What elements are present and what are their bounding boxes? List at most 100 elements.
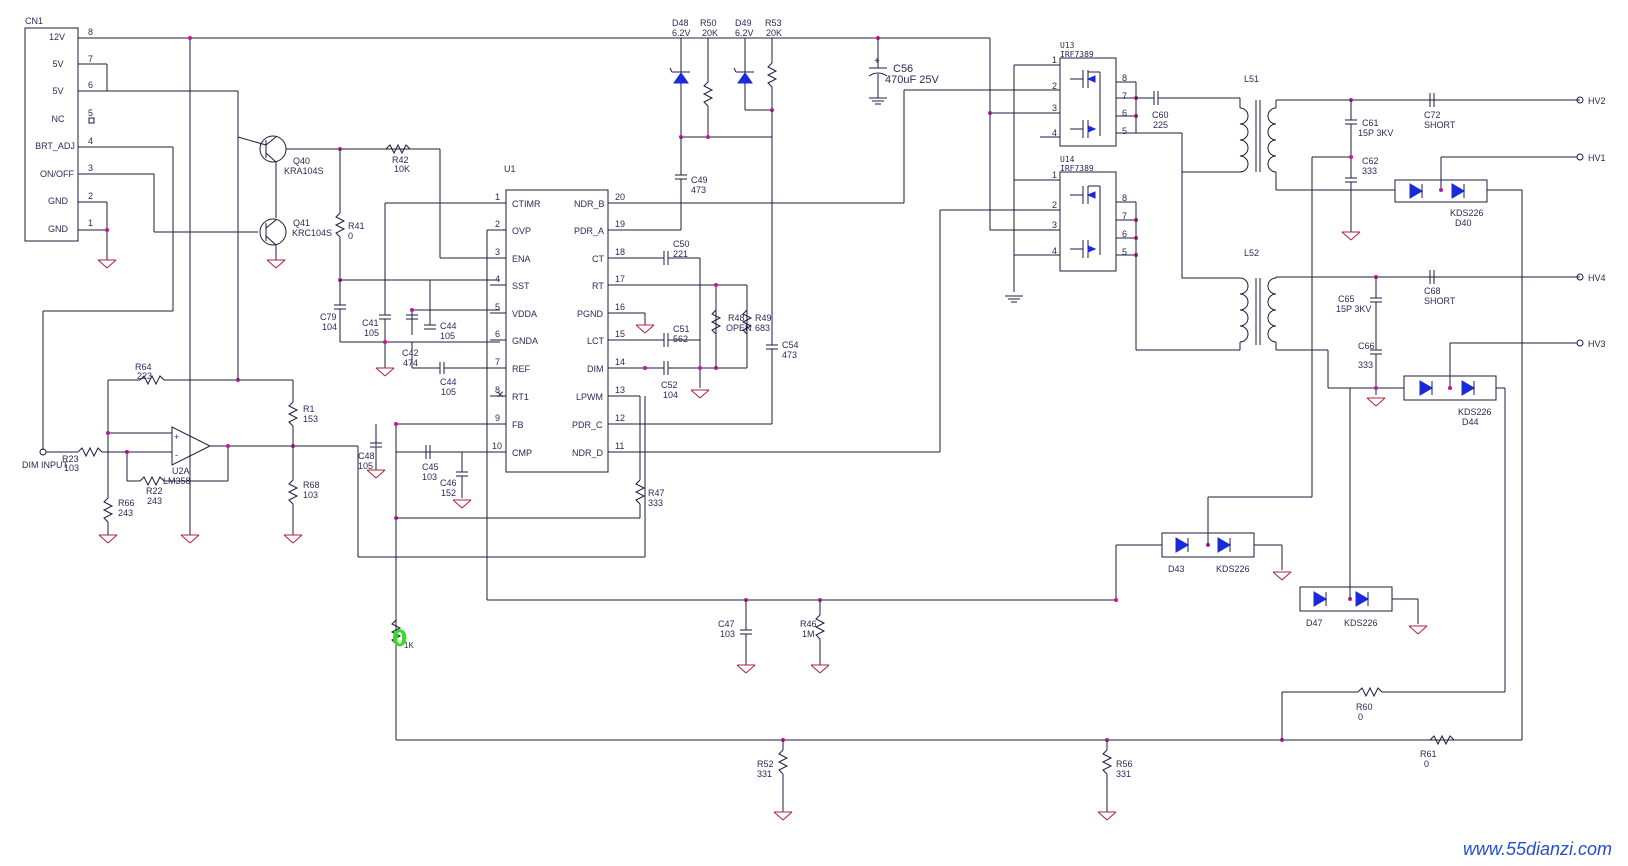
svg-text:KDS226: KDS226 <box>1458 407 1492 417</box>
svg-text:7: 7 <box>1122 91 1127 101</box>
svg-text:D40: D40 <box>1455 218 1472 228</box>
svg-text:R66: R66 <box>118 498 135 508</box>
svg-text:470uF 25V: 470uF 25V <box>885 74 939 86</box>
svg-text:3: 3 <box>495 247 500 257</box>
svg-text:R1: R1 <box>303 404 315 414</box>
svg-text:KDS226: KDS226 <box>1450 208 1484 218</box>
opamp-u2a: + - U2A LM358 R64 223 R1 153 R68 103 R66… <box>98 91 646 558</box>
svg-text:152: 152 <box>441 488 456 498</box>
svg-text:IRF7389: IRF7389 <box>1060 164 1094 173</box>
transistor-q41: Q41 KRC104S <box>259 218 332 269</box>
dim-input[interactable]: DIM INPUT R23 103 <box>22 446 127 473</box>
svg-text:R47: R47 <box>648 488 665 498</box>
svg-text:6: 6 <box>495 329 500 339</box>
zener-d48-r50: D48 6.2V R50 20K C49 473 <box>669 18 772 230</box>
u1-right-network: C50 221 C51 562 C52 104 R48 OPEN R49 683… <box>635 170 799 424</box>
svg-text:R22: R22 <box>146 486 163 496</box>
svg-text:-: - <box>175 450 178 460</box>
svg-text:NDR_D: NDR_D <box>572 448 604 458</box>
svg-text:R64: R64 <box>135 362 152 372</box>
svg-text:0: 0 <box>1424 759 1429 769</box>
svg-text:1: 1 <box>1052 170 1057 180</box>
svg-text:331: 331 <box>1116 769 1131 779</box>
svg-text:14: 14 <box>615 357 625 367</box>
svg-text:U13: U13 <box>1060 41 1075 50</box>
svg-text:103: 103 <box>720 629 735 639</box>
svg-text:104: 104 <box>663 390 678 400</box>
q41-part: KRC104S <box>292 228 332 238</box>
rail-12v <box>180 36 1050 544</box>
svg-text:473: 473 <box>691 185 706 195</box>
svg-text:C48: C48 <box>358 451 375 461</box>
svg-text:NC: NC <box>52 114 65 124</box>
svg-text:C54: C54 <box>782 340 799 350</box>
hv4-label: HV4 <box>1588 273 1606 283</box>
svg-text:243: 243 <box>147 496 162 506</box>
hv3-output: HV3 KDS226 D44 <box>1328 339 1606 692</box>
svg-text:13: 13 <box>615 385 625 395</box>
svg-text:D44: D44 <box>1462 417 1479 427</box>
svg-text:5: 5 <box>495 302 500 312</box>
svg-text:9: 9 <box>495 413 500 423</box>
svg-text:105: 105 <box>441 387 456 397</box>
svg-text:R46: R46 <box>800 619 817 629</box>
cn1-ref: CN1 <box>25 16 43 26</box>
svg-text:R50: R50 <box>700 18 717 28</box>
svg-text:331: 331 <box>757 769 772 779</box>
svg-text:15: 15 <box>615 329 625 339</box>
svg-text:FB: FB <box>512 420 524 430</box>
diode-pair-d47: D47 KDS226 <box>1299 585 1428 635</box>
svg-text:C41: C41 <box>362 318 379 328</box>
svg-text:8: 8 <box>1122 193 1127 203</box>
resistor-r41: R41 0 <box>334 147 500 282</box>
svg-text:CMP: CMP <box>512 448 532 458</box>
cn1-pin-5v-b: 5V 6 <box>52 80 238 96</box>
cap-network-left: C79 104 C41 105 C42 474 C44 105 C44 105 <box>320 202 500 397</box>
svg-text:R42: R42 <box>392 155 409 165</box>
cn1-pin-on-off: ON/OFF 3 <box>40 163 258 233</box>
svg-text:2: 2 <box>1052 200 1057 210</box>
svg-text:VDDA: VDDA <box>512 309 537 319</box>
svg-text:SHORT: SHORT <box>1424 120 1456 130</box>
svg-text:473: 473 <box>782 350 797 360</box>
svg-text:105: 105 <box>364 328 379 338</box>
svg-text:PGND: PGND <box>577 309 604 319</box>
svg-text:103: 103 <box>422 472 437 482</box>
svg-text:683: 683 <box>755 323 770 333</box>
svg-text:+: + <box>874 56 880 67</box>
svg-text:153: 153 <box>303 414 318 424</box>
svg-text:2: 2 <box>88 191 93 201</box>
svg-text:R53: R53 <box>765 18 782 28</box>
svg-text:R60: R60 <box>1356 702 1373 712</box>
svg-text:1: 1 <box>88 218 93 228</box>
svg-text:333: 333 <box>1362 166 1377 176</box>
svg-text:474: 474 <box>403 358 418 368</box>
svg-text:ENA: ENA <box>512 254 531 264</box>
svg-text:REF: REF <box>512 364 531 374</box>
svg-text:2: 2 <box>1052 81 1057 91</box>
q40-part: KRA104S <box>284 166 324 176</box>
svg-text:3: 3 <box>88 163 93 173</box>
u1-right-pins: 20 NDR_B 19 PDR_A 18 CT 17 RT 16 PGND 15… <box>572 192 940 458</box>
sense-bus: 1K 0 R52 331 R56 331 R60 0 R61 0 <box>390 422 1522 821</box>
zener-d49-r53: D49 6.2V R53 20K <box>733 18 782 170</box>
cn1-pin-gnd-1: GND 1 <box>48 202 117 269</box>
svg-text:CTIMR: CTIMR <box>512 199 541 209</box>
u1-left-pins: 1 CTIMR 2 OVP 3 ENA 4 SST 5 VDDA 6 GNDA … <box>396 192 541 458</box>
svg-text:C42: C42 <box>402 348 419 358</box>
svg-text:6: 6 <box>88 80 93 90</box>
watermark: www.55dianzi.com <box>1462 839 1612 859</box>
cn1-pin-gnd-2: GND 2 <box>48 191 107 206</box>
svg-text:225: 225 <box>1153 120 1168 130</box>
fb-compensation: C48 105 C45 103 C46 152 R47 333 <box>358 396 665 519</box>
svg-text:DIM: DIM <box>587 364 604 374</box>
svg-text:1: 1 <box>1052 55 1057 65</box>
svg-text:R56: R56 <box>1116 759 1133 769</box>
svg-text:RT1: RT1 <box>512 392 529 402</box>
svg-text:SHORT: SHORT <box>1424 296 1456 306</box>
svg-text:C44: C44 <box>440 321 457 331</box>
svg-text:D48: D48 <box>672 18 689 28</box>
svg-text:223: 223 <box>137 371 152 381</box>
svg-text:7: 7 <box>88 54 93 64</box>
cn1-pin-brt-adj: BRT_ADJ 4 <box>35 136 174 450</box>
